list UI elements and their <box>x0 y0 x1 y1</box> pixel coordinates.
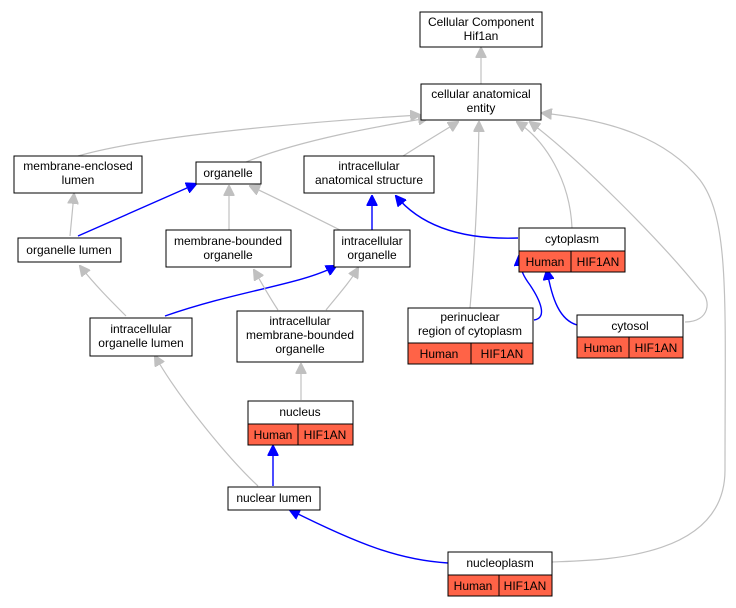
edge-intracellular-organelle-to-organelle <box>250 186 341 231</box>
node-cytoplasm-line1: cytoplasm <box>545 232 599 246</box>
edge-cytosol-to-cytoplasm <box>547 270 578 326</box>
node-cytosol-species: Human <box>584 341 623 355</box>
node-perinuclear-line1: perinuclear <box>440 310 499 324</box>
node-iol-line1: intracellular <box>110 322 171 336</box>
edge-membrane-enclosed-lumen-to-cae <box>77 115 420 157</box>
edge-perinuclear-to-cae <box>469 122 479 309</box>
edge-nucleoplasm-to-nuclear-lumen <box>290 510 449 564</box>
node-nuclear-lumen[interactable]: nuclear lumen <box>227 486 321 511</box>
node-membrane-enclosed-lumen[interactable]: membrane-enclosed lumen <box>13 155 143 194</box>
edge-intracellular-anatomical-to-cae <box>399 122 458 159</box>
node-root-line2: Hif1an <box>464 29 499 43</box>
node-imbo-line3: organelle <box>275 342 325 356</box>
node-organelle-lumen[interactable]: organelle lumen <box>17 237 122 263</box>
node-root-line1: Cellular Component <box>428 15 535 29</box>
node-cytosol-line1: cytosol <box>611 319 648 333</box>
node-organelle-lumen-line1: organelle lumen <box>26 243 111 257</box>
edge-intracellular-organelle-lumen-to-intracellular-organelle <box>164 266 336 317</box>
node-cae-line1: cellular anatomical <box>431 87 530 101</box>
node-ias-line2: anatomical structure <box>315 173 423 187</box>
node-nucleoplasm-species: Human <box>454 579 493 593</box>
edge-organelle-to-cae <box>245 118 428 163</box>
node-organelle[interactable]: organelle <box>195 161 262 185</box>
edges <box>70 48 726 564</box>
node-nuclear-lumen-line1: nuclear lumen <box>236 491 311 505</box>
node-mbo-line1: membrane-bounded <box>174 234 282 248</box>
node-perinuclear-gene: HIF1AN <box>481 347 524 361</box>
node-iol-line2: organelle lumen <box>98 336 183 350</box>
edge-nuclear-lumen-to-intracellular-organelle-lumen <box>155 356 259 487</box>
node-nucleus-line1: nucleus <box>279 405 320 419</box>
edge-organelle-lumen-to-organelle <box>77 184 196 237</box>
node-imbo-line2: membrane-bounded <box>246 328 354 342</box>
node-cytoplasm[interactable]: cytoplasm Human HIF1AN <box>518 227 626 273</box>
node-nucleus[interactable]: nucleus Human HIF1AN <box>247 400 354 446</box>
node-ias-line1: intracellular <box>338 159 399 173</box>
node-cytoplasm-gene: HIF1AN <box>577 255 620 269</box>
edge-nucleoplasm-to-cae <box>542 113 726 563</box>
node-membrane-enclosed-lumen-line1: membrane-enclosed <box>23 159 132 173</box>
node-cytosol-gene: HIF1AN <box>635 341 678 355</box>
edge-cytoplasm-to-cae <box>517 122 573 229</box>
node-organelle-line1: organelle <box>203 166 253 180</box>
node-io-line2: organelle <box>347 248 397 262</box>
node-cellular-anatomical-entity[interactable]: cellular anatomical entity <box>420 83 542 121</box>
node-intracellular-organelle[interactable]: intracellular organelle <box>333 229 411 268</box>
edge-organelle-lumen-to-membrane-enclosed-lumen <box>70 194 74 237</box>
edge-cytoplasm-to-intracellular-anatomical <box>396 196 519 239</box>
node-perinuclear-region-of-cytoplasm[interactable]: perinuclear region of cytoplasm Human HI… <box>407 307 534 365</box>
node-intracellular-membrane-bounded-organelle[interactable]: intracellular membrane-bounded organelle <box>236 310 364 363</box>
node-membrane-enclosed-lumen-line2: lumen <box>62 173 95 187</box>
node-cytoplasm-species: Human <box>526 255 565 269</box>
edge-intracellular-organelle-lumen-to-organelle-lumen <box>80 266 127 317</box>
node-imbo-line1: intracellular <box>269 314 330 328</box>
node-nucleus-gene: HIF1AN <box>304 428 347 442</box>
node-cae-line2: entity <box>467 101 496 115</box>
edge-cytosol-to-cae <box>530 122 708 323</box>
edge-imbo-to-membrane-bounded-organelle <box>254 270 279 311</box>
node-mbo-line2: organelle <box>203 248 253 262</box>
node-nucleoplasm-gene: HIF1AN <box>504 579 547 593</box>
node-nucleus-species: Human <box>254 428 293 442</box>
node-membrane-bounded-organelle[interactable]: membrane-bounded organelle <box>165 229 292 268</box>
edge-imbo-to-intracellular-organelle <box>325 268 358 311</box>
node-intracellular-organelle-lumen[interactable]: intracellular organelle lumen <box>89 317 193 357</box>
node-nucleoplasm-line1: nucleoplasm <box>466 556 533 570</box>
node-io-line1: intracellular <box>341 234 402 248</box>
node-root[interactable]: Cellular Component Hif1an <box>419 11 543 48</box>
node-perinuclear-species: Human <box>420 347 459 361</box>
node-cytosol[interactable]: cytosol Human HIF1AN <box>576 314 684 359</box>
node-nucleoplasm[interactable]: nucleoplasm Human HIF1AN <box>447 551 553 597</box>
node-perinuclear-line2: region of cytoplasm <box>418 324 522 338</box>
node-intracellular-anatomical-structure[interactable]: intracellular anatomical structure <box>303 155 435 194</box>
